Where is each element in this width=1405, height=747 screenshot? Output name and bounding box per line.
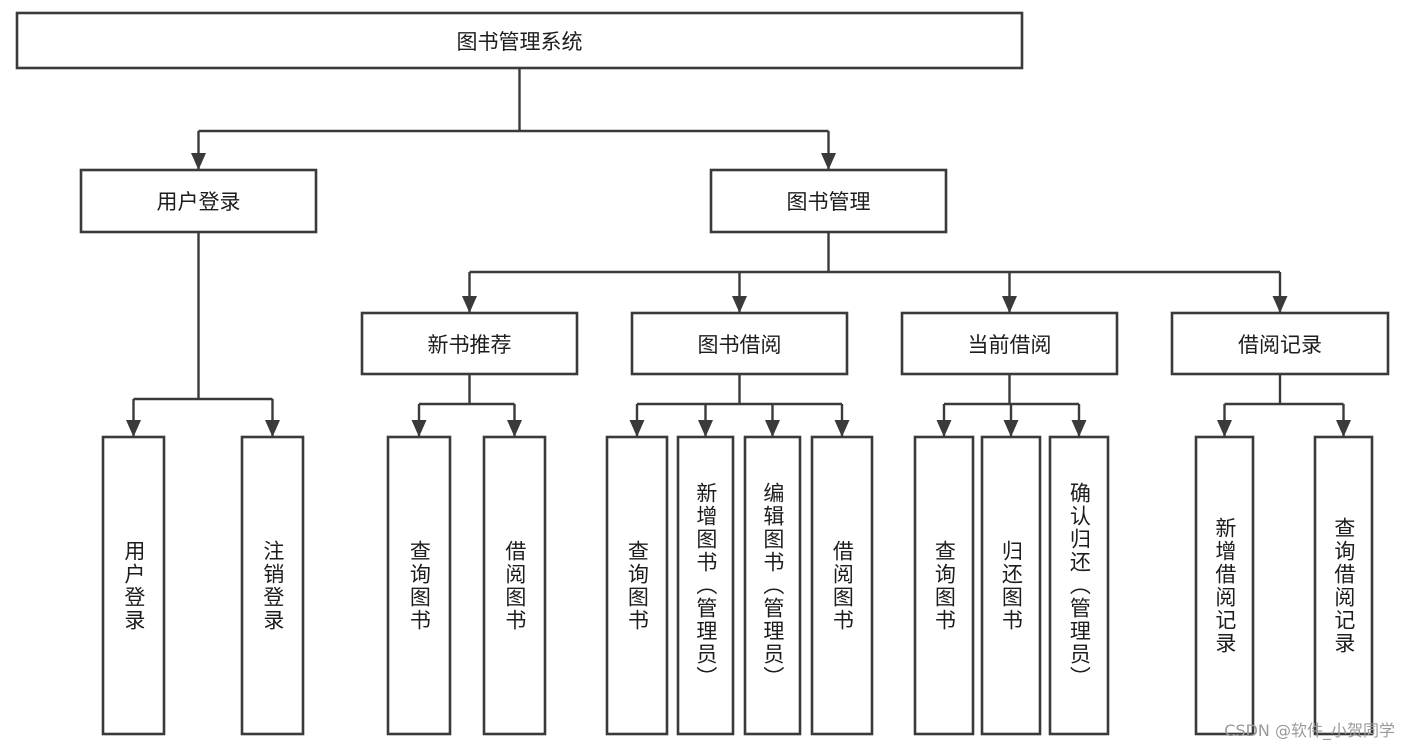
connector-group [126,68,1351,437]
node-box-book-manage[interactable] [709,168,948,234]
arrow-head-icon [462,296,477,313]
node-box-leaf-logout[interactable] [240,435,305,736]
arrow-head-icon [1003,420,1019,437]
node-box-leaf-query-book-1[interactable] [386,435,452,736]
node-box-leaf-edit-book[interactable] [743,435,802,736]
arrow-head-icon [411,420,427,437]
arrow-head-icon [834,420,850,437]
arrow-head-icon [1336,420,1351,437]
node-box-book-borrow[interactable] [630,311,849,376]
node-box-leaf-borrow-book-1[interactable] [482,435,547,736]
node-box-leaf-borrow-book-2[interactable] [810,435,874,736]
node-box-borrow-record[interactable] [1170,311,1390,376]
arrow-head-icon [191,153,206,170]
node-box-leaf-add-book[interactable] [676,435,735,736]
arrow-head-icon [265,420,280,437]
node-box-leaf-query-book-3[interactable] [913,435,975,736]
arrow-head-icon [1002,296,1017,313]
arrow-head-icon [698,420,713,437]
node-box-leaf-query-book-2[interactable] [605,435,669,736]
node-box-new-book-rec[interactable] [360,311,579,376]
node-box-user-login[interactable] [79,168,318,234]
arrow-head-icon [765,420,780,437]
arrow-head-icon [936,420,952,437]
arrow-head-icon [1071,420,1087,437]
node-box-leaf-add-record[interactable] [1194,435,1255,736]
arrow-head-icon [821,153,836,170]
node-box-leaf-user-login[interactable] [101,435,166,736]
arrow-head-icon [1217,420,1232,437]
node-box-group [15,11,1390,736]
arrow-head-icon [507,420,522,437]
node-box-root[interactable] [15,11,1024,70]
node-box-leaf-confirm-return[interactable] [1048,435,1110,736]
node-box-current-borrow[interactable] [900,311,1119,376]
node-box-leaf-query-record[interactable] [1313,435,1374,736]
arrow-head-icon [126,420,141,437]
node-box-leaf-return-book[interactable] [980,435,1042,736]
arrow-head-icon [629,420,645,437]
arrow-head-icon [732,296,747,313]
arrow-head-icon [1272,296,1288,313]
